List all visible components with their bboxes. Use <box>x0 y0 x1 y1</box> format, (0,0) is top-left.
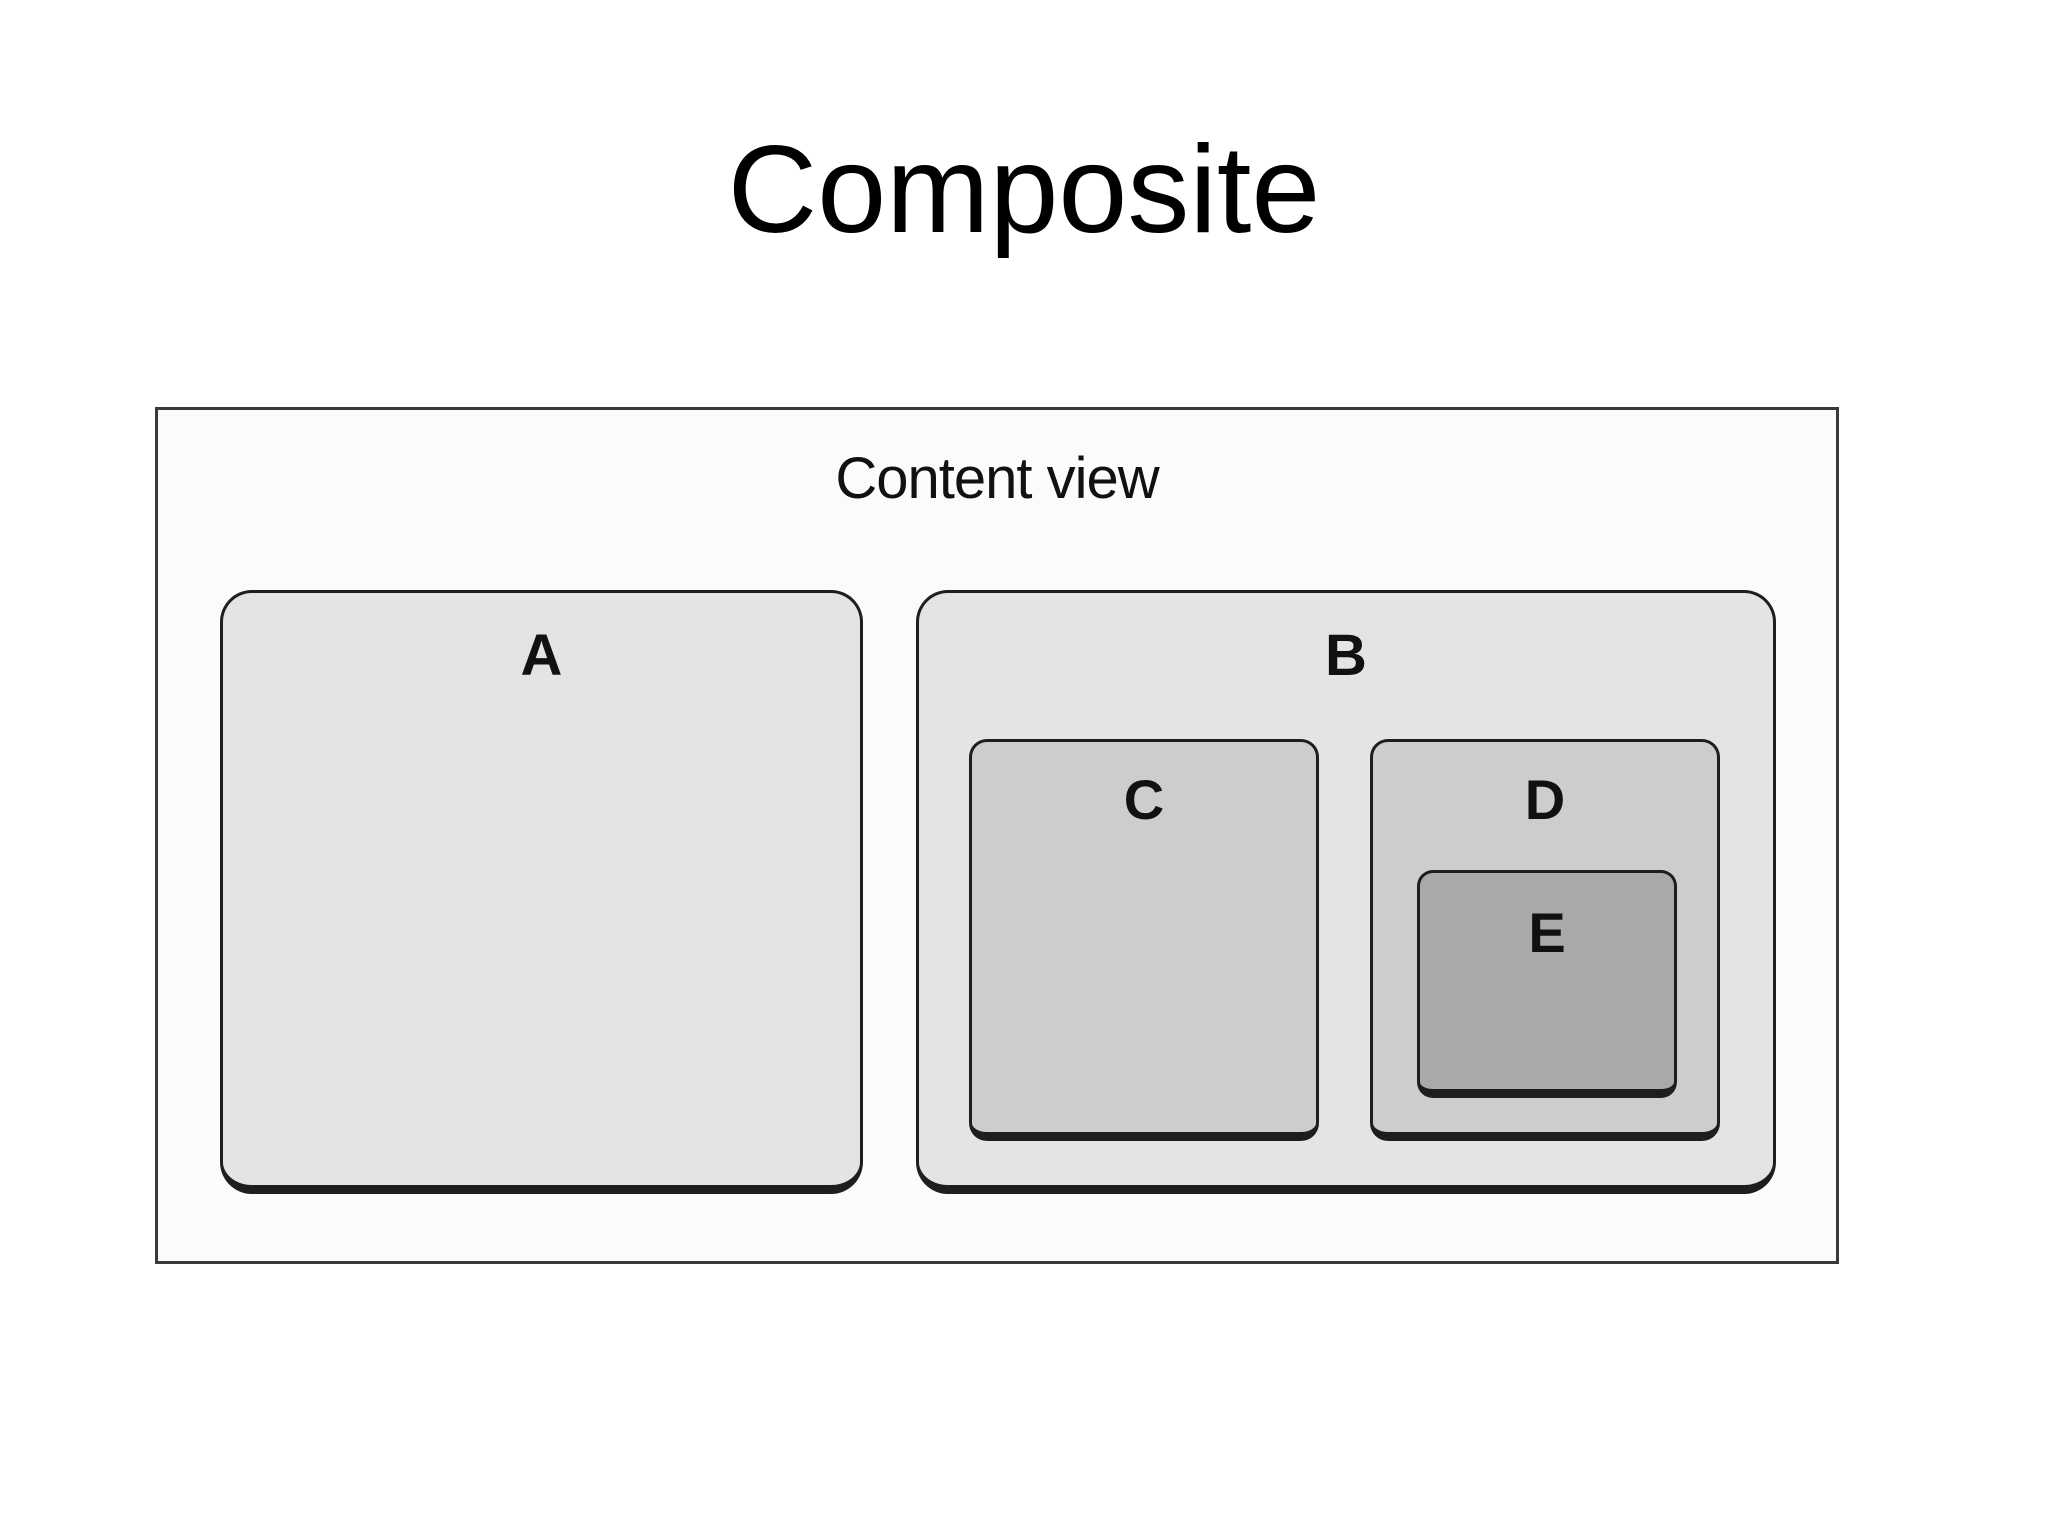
view-e-box: E <box>1417 870 1677 1098</box>
view-d-box: D E <box>1370 739 1720 1141</box>
view-c-label: C <box>1123 768 1165 831</box>
content-view-label: Content view <box>835 446 1159 511</box>
view-b-label: B <box>1325 623 1367 688</box>
slide-title: Composite <box>727 121 1321 259</box>
view-e-label: E <box>1528 901 1566 964</box>
view-c-box: C <box>969 739 1319 1141</box>
view-b-box: B C D E <box>916 590 1776 1194</box>
view-d-label: D <box>1524 768 1566 831</box>
view-a-box: A <box>220 590 863 1194</box>
content-view-box: Content view A B C D E <box>155 407 1839 1264</box>
view-a-label: A <box>520 623 563 688</box>
